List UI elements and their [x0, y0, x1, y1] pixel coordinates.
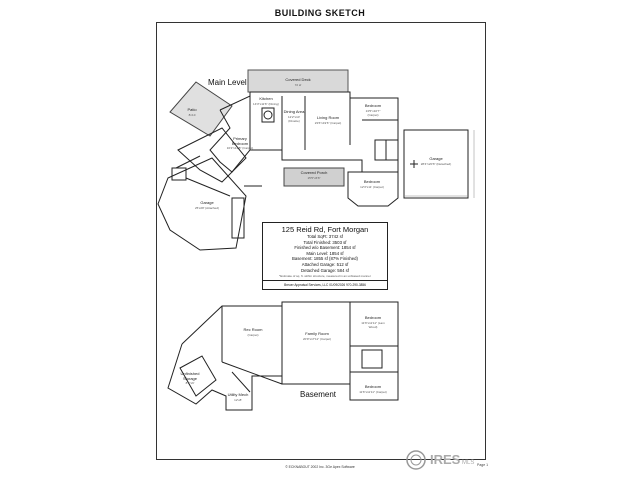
- room-area: 11'6"x11'11" (Carpet): [359, 389, 387, 394]
- room-area: (Carpet): [247, 332, 259, 337]
- room-area: 72 sf: [294, 82, 302, 87]
- info-line: Total SqFt: 3742 sf: [307, 234, 343, 239]
- room-area: 12'3"x11' (Carpet): [360, 184, 384, 189]
- info-line: Basement: 1855 sf (87% Finished): [292, 256, 358, 262]
- page-number: Page 1: [477, 463, 489, 467]
- room-name: Patio: [187, 107, 197, 112]
- room-area: 15'5"x6'6": [307, 175, 321, 180]
- room-patio: Patio 8×10: [180, 107, 204, 117]
- info-line: Main Level: 1854 sf: [306, 250, 344, 256]
- info-line: Attached Garage: 512 sf: [301, 261, 349, 267]
- room-area: 13'5"x10'7" (Carpet): [365, 108, 381, 118]
- room-name: Living Room: [316, 115, 340, 120]
- room-name: Covered Porch: [300, 170, 328, 175]
- main-level-label: Main Level: [208, 78, 247, 87]
- room-utility-mech: Utility Mech 12'x8': [224, 392, 252, 402]
- room-basement-bedroom-2: Bedroom 11'6"x11'11" (Carpet): [358, 384, 388, 394]
- room-name: Garage: [200, 200, 214, 205]
- room-area: 20'9"x17'11" (Carpet): [302, 336, 332, 341]
- svg-text:IRES: IRES: [430, 452, 461, 467]
- room-name: Primary Bedroom: [231, 136, 249, 146]
- room-primary-bedroom: Primary Bedroom 16'2"x13'8" (Carpet): [226, 136, 254, 151]
- room-covered-deck: Covered Deck 72 sf: [270, 77, 326, 87]
- room-name: Unfinished Storage: [180, 371, 200, 381]
- room-kitchen: Kitchen 14'3"x11'6" (Dining): [252, 96, 280, 106]
- room-area: 12'x8': [234, 397, 242, 402]
- info-line: Detached Garage: 584 sf: [300, 267, 349, 273]
- info-line: Finished w/o Basement: 1854 sf: [294, 245, 356, 251]
- room-bedroom-1: Bedroom 13'5"x10'7" (Carpet): [360, 103, 386, 118]
- room-area: 8×10: [188, 112, 196, 117]
- room-name: Utility Mech: [227, 392, 249, 397]
- property-address: 125 Reid Rd, Fort Morgan: [281, 225, 369, 234]
- room-name: Bedroom: [364, 315, 382, 320]
- room-area: 8'6"x6': [185, 381, 195, 385]
- room-area: 11'6"x11'11" (Lam Wood): [361, 320, 385, 330]
- room-name: Covered Deck: [285, 77, 311, 82]
- room-area: 16'2"x13'8" (Carpet): [226, 146, 254, 150]
- room-name: Family Room: [305, 331, 329, 336]
- room-rec-room: Rec Room (Carpet): [240, 327, 266, 337]
- room-name: Bedroom: [363, 179, 381, 184]
- room-bedroom-2: Bedroom 12'3"x11' (Carpet): [358, 179, 386, 189]
- ires-mls-logo: IRES MLS: [406, 450, 474, 470]
- page-title: BUILDING SKETCH: [274, 8, 366, 18]
- room-covered-porch: Covered Porch 15'5"x6'6": [290, 170, 338, 180]
- room-area: 28'4"x20'6" (Detached): [420, 161, 452, 166]
- svg-text:MLS: MLS: [462, 460, 474, 466]
- room-area: 12'2"x10' (Dinette): [287, 114, 301, 124]
- appraiser-credit: Breuer Appraisal Services, LLC 01/09/202…: [263, 280, 387, 287]
- room-name: Kitchen: [259, 96, 273, 101]
- basement-label: Basement: [300, 390, 337, 399]
- room-name: Rec Room: [243, 327, 263, 332]
- room-area: 23'6"x19'6" (Carpet): [314, 120, 342, 125]
- room-family-room: Family Room 20'9"x17'11" (Carpet): [300, 331, 334, 341]
- room-area: 14'3"x11'6" (Dining): [253, 101, 279, 106]
- property-summary-box: 125 Reid Rd, Fort Morgan Total SqFt: 374…: [262, 222, 388, 290]
- room-unfinished-storage: Unfinished Storage 8'6"x6': [176, 371, 204, 386]
- info-line: Total Finished: 3503 sf: [303, 239, 347, 245]
- room-name: Garage: [429, 156, 443, 161]
- room-garage-attached: Garage 25'x28' (Attached): [192, 200, 222, 210]
- room-garage-detached: Garage 28'4"x20'6" (Detached): [420, 156, 452, 166]
- room-basement-bedroom-1: Bedroom 11'6"x11'11" (Lam Wood): [358, 315, 388, 330]
- info-note: *Estimate of sq. ft. within structure, m…: [279, 274, 371, 279]
- room-name: Bedroom: [364, 103, 382, 108]
- software-footer: © ECKNABOUT 2002 Inc. 3Ge Apex Software: [285, 465, 355, 469]
- room-area: 25'x28' (Attached): [195, 205, 219, 210]
- room-dining: Dining Area 12'2"x10' (Dinette): [283, 109, 305, 124]
- room-name: Dining Area: [283, 109, 305, 114]
- room-living: Living Room 23'6"x19'6" (Carpet): [312, 115, 344, 125]
- room-name: Bedroom: [364, 384, 382, 389]
